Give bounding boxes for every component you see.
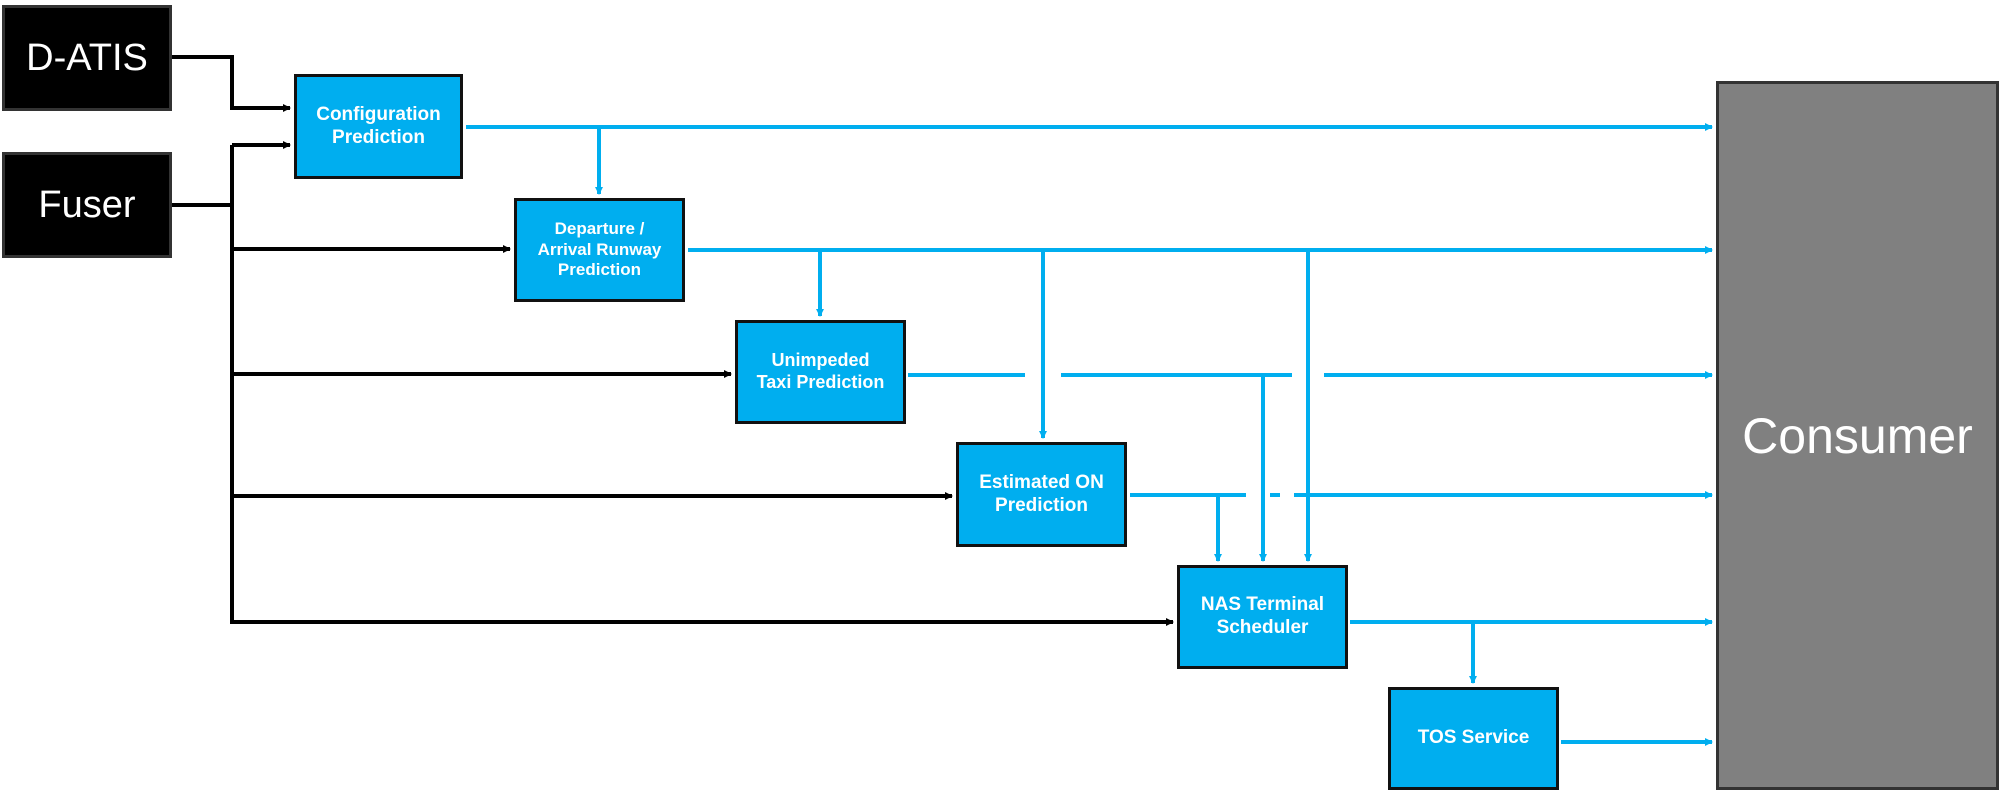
nas-terminal-scheduler-box: NAS Terminal Scheduler xyxy=(1177,565,1348,669)
taxi-prediction-label: Unimpeded Taxi Prediction xyxy=(756,350,885,392)
taxi-prediction-box: Unimpeded Taxi Prediction xyxy=(735,320,906,424)
estimated-on-prediction-label: Estimated ON Prediction xyxy=(979,471,1104,516)
tos-service-label: TOS Service xyxy=(1417,727,1530,749)
fuser-box: Fuser xyxy=(2,152,172,258)
estimated-on-prediction-box: Estimated ON Prediction xyxy=(956,442,1127,547)
runway-prediction-label: Departure / Arrival Runway Prediction xyxy=(537,219,662,280)
datis-to-config-arrow xyxy=(172,55,291,112)
datis-label: D-ATIS xyxy=(26,36,148,79)
tos-service-box: TOS Service xyxy=(1388,687,1559,790)
datis-box: D-ATIS xyxy=(2,5,172,111)
fuser-label: Fuser xyxy=(38,183,136,226)
consumer-box: Consumer xyxy=(1716,81,1999,790)
consumer-label: Consumer xyxy=(1742,407,1973,464)
configuration-prediction-label: Configuration Prediction xyxy=(316,103,441,148)
configuration-prediction-box: Configuration Prediction xyxy=(294,74,463,179)
nas-terminal-scheduler-label: NAS Terminal Scheduler xyxy=(1200,594,1325,638)
runway-prediction-box: Departure / Arrival Runway Prediction xyxy=(514,198,685,302)
